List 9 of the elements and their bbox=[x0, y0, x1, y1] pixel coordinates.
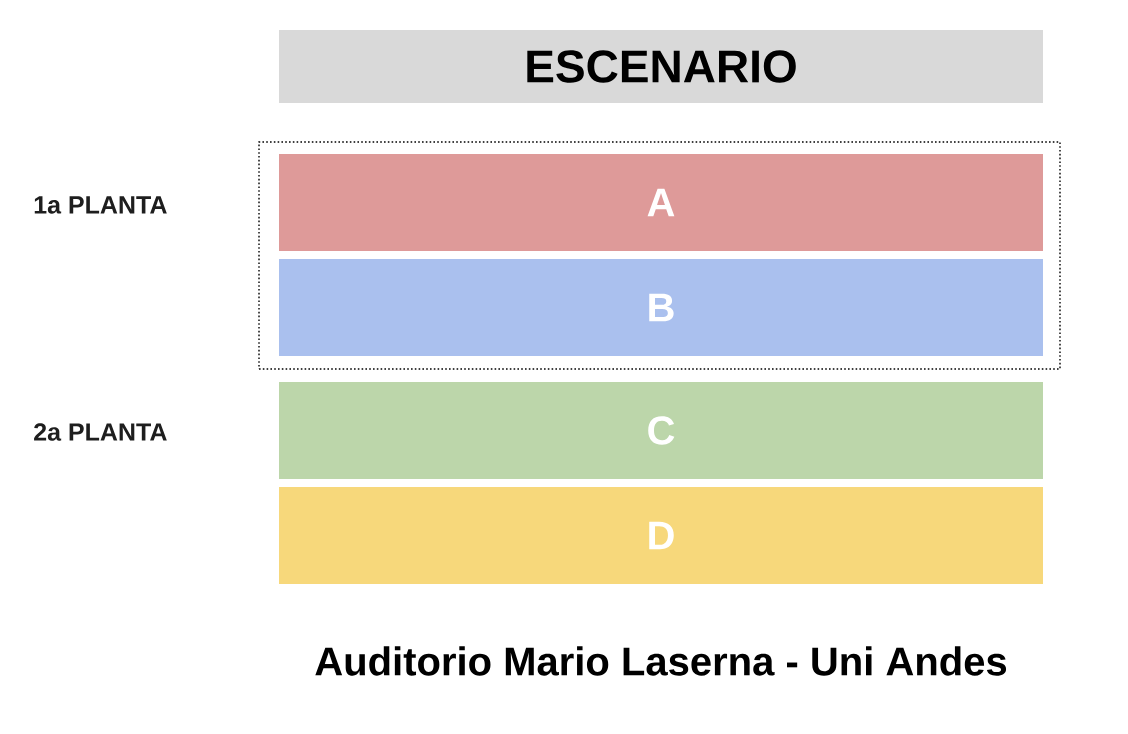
seating-box: B bbox=[279, 259, 1043, 356]
seating-box: D bbox=[279, 487, 1043, 584]
dotted-frame bbox=[258, 141, 1061, 370]
seating-box: C bbox=[279, 382, 1043, 479]
seating-box: A bbox=[279, 154, 1043, 251]
stage-box: ESCENARIO bbox=[279, 30, 1043, 103]
floor-label: 1a PLANTA bbox=[34, 196, 167, 214]
caption: Auditorio Mario Laserna - Uni Andes bbox=[315, 646, 1007, 676]
floor-label: 2a PLANTA bbox=[34, 423, 167, 441]
